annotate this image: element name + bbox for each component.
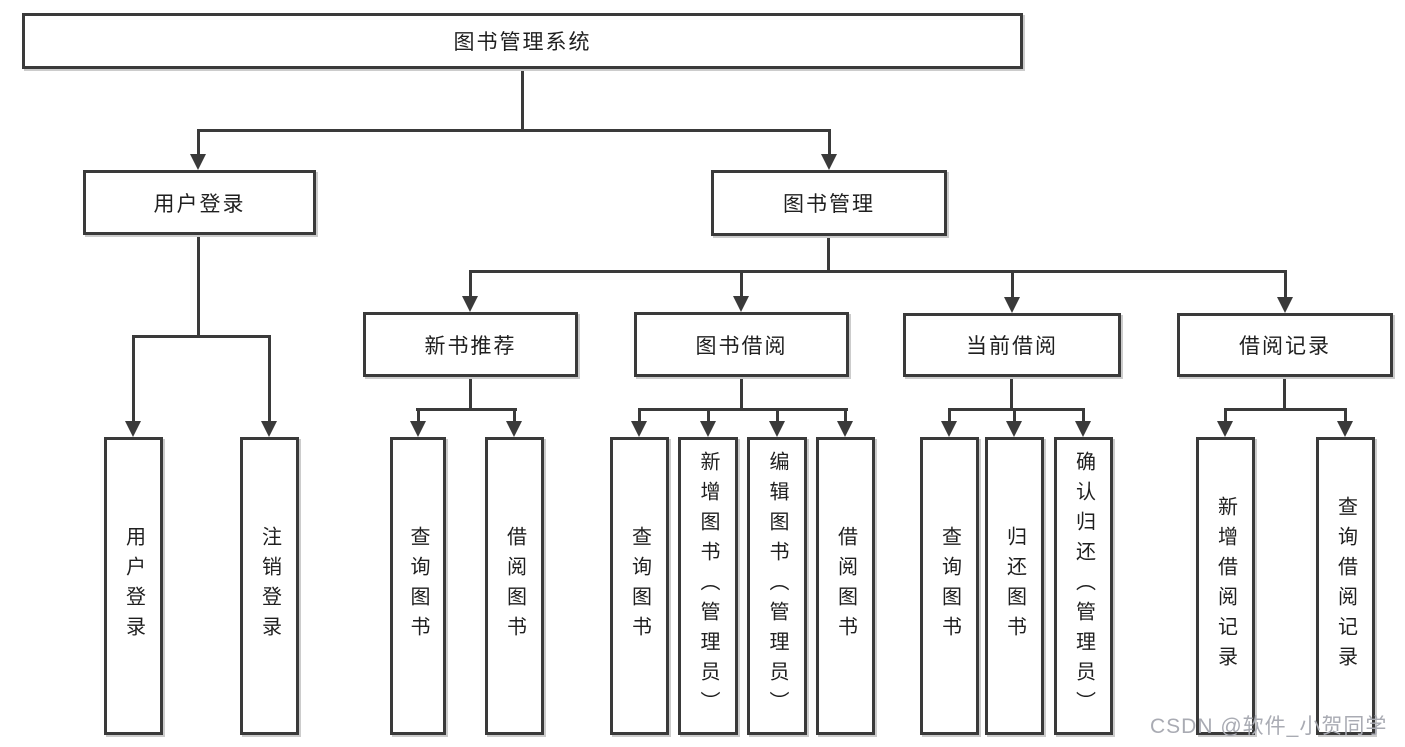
- connector-user-login-split: [132, 335, 271, 338]
- leaf-logout: 注销登录: [240, 437, 299, 735]
- leaf-borrow-books-a-label: 借阅图书: [503, 526, 526, 646]
- connector-root-stub: [521, 69, 524, 132]
- leaf-confirm-return: 确认归还（管理员）: [1054, 437, 1113, 735]
- connector-level2-split: [469, 270, 1286, 273]
- leaf-query-borrow-record: 查询借阅记录: [1316, 437, 1375, 735]
- leaf-add-borrow-record-label: 新增借阅记录: [1214, 496, 1237, 676]
- node-user-login-label: 用户登录: [153, 192, 246, 216]
- leaf-query-borrow-record-label: 查询借阅记录: [1334, 496, 1357, 676]
- arrow-to-borrow-records-icon: [1277, 270, 1293, 313]
- leaf-user-login: 用户登录: [104, 437, 163, 735]
- leaf-edit-book: 编辑图书（管理员）: [747, 437, 807, 735]
- connector-book-mgmt-stub: [827, 236, 830, 273]
- arrow-to-leaf-user-login-icon: [125, 335, 141, 437]
- connector-new-book-stub: [469, 377, 472, 411]
- node-borrow-records: 借阅记录: [1177, 313, 1393, 377]
- arrow-to-leaf-confirm-return-icon: [1075, 408, 1091, 437]
- connector-new-book-split: [416, 408, 517, 411]
- leaf-query-books-a-label: 查询图书: [407, 526, 429, 646]
- node-current-borrow-label: 当前借阅: [966, 335, 1058, 358]
- leaf-query-books-c-label: 查询图书: [938, 526, 961, 646]
- node-current-borrow: 当前借阅: [903, 313, 1121, 377]
- leaf-query-books-b-label: 查询图书: [628, 526, 651, 646]
- arrow-to-leaf-edit-book-icon: [769, 408, 785, 437]
- connector-borrow-records-stub: [1283, 377, 1286, 411]
- leaf-add-book: 新增图书（管理员）: [678, 437, 738, 735]
- leaf-borrow-books-b-label: 借阅图书: [834, 526, 857, 646]
- arrow-to-leaf-borrow-books-a-icon: [506, 408, 522, 437]
- node-new-book: 新书推荐: [363, 312, 578, 377]
- node-root: 图书管理系统: [22, 13, 1023, 69]
- arrow-to-new-book-icon: [462, 270, 478, 312]
- arrow-to-leaf-add-record-icon: [1217, 408, 1233, 437]
- arrow-to-current-borrow-icon: [1004, 270, 1020, 313]
- arrow-to-leaf-borrow-books-b-icon: [837, 408, 853, 437]
- arrow-to-book-mgmt-icon: [821, 129, 837, 170]
- arrow-to-leaf-query-books-c-icon: [941, 408, 957, 437]
- node-book-mgmt: 图书管理: [711, 170, 947, 236]
- arrow-to-book-borrow-icon: [733, 270, 749, 312]
- node-borrow-records-label: 借阅记录: [1239, 335, 1331, 358]
- node-book-borrow: 图书借阅: [634, 312, 849, 377]
- connector-book-borrow-split: [638, 408, 848, 411]
- node-book-borrow-label: 图书借阅: [695, 334, 788, 358]
- node-user-login: 用户登录: [83, 170, 316, 235]
- connector-user-login-stub: [197, 235, 200, 338]
- leaf-add-borrow-record: 新增借阅记录: [1196, 437, 1255, 735]
- arrow-to-leaf-query-books-b-icon: [631, 408, 647, 437]
- arrow-to-user-login-icon: [190, 129, 206, 170]
- arrow-to-leaf-logout-icon: [261, 335, 277, 437]
- connector-current-borrow-stub: [1010, 377, 1013, 411]
- leaf-add-book-label: 新增图书（管理员）: [697, 451, 719, 721]
- node-new-book-label: 新书推荐: [424, 334, 517, 358]
- csdn-watermark: CSDN @软件_小贺同学: [1150, 715, 1388, 738]
- arrow-to-leaf-query-books-a-icon: [410, 408, 426, 437]
- arrow-to-leaf-add-book-icon: [700, 408, 716, 437]
- node-root-label: 图书管理系统: [453, 31, 592, 54]
- leaf-return-book: 归还图书: [985, 437, 1044, 735]
- leaf-borrow-books-a: 借阅图书: [485, 437, 544, 735]
- node-book-mgmt-label: 图书管理: [783, 193, 875, 216]
- leaf-user-login-label: 用户登录: [122, 526, 145, 646]
- leaf-query-books-c: 查询图书: [920, 437, 979, 735]
- leaf-edit-book-label: 编辑图书（管理员）: [766, 451, 788, 721]
- leaf-query-books-a: 查询图书: [390, 437, 446, 735]
- leaf-return-book-label: 归还图书: [1003, 526, 1026, 646]
- leaf-query-books-b: 查询图书: [610, 437, 669, 735]
- leaf-logout-label: 注销登录: [258, 526, 281, 646]
- arrow-to-leaf-return-book-icon: [1006, 408, 1022, 437]
- connector-book-borrow-stub: [740, 377, 743, 411]
- leaf-confirm-return-label: 确认归还（管理员）: [1072, 451, 1095, 721]
- connector-borrow-records-split: [1224, 408, 1347, 411]
- leaf-borrow-books-b: 借阅图书: [816, 437, 875, 735]
- connector-current-borrow-split: [948, 408, 1085, 411]
- arrow-to-leaf-query-record-icon: [1337, 408, 1353, 437]
- connector-level1-split: [197, 129, 831, 132]
